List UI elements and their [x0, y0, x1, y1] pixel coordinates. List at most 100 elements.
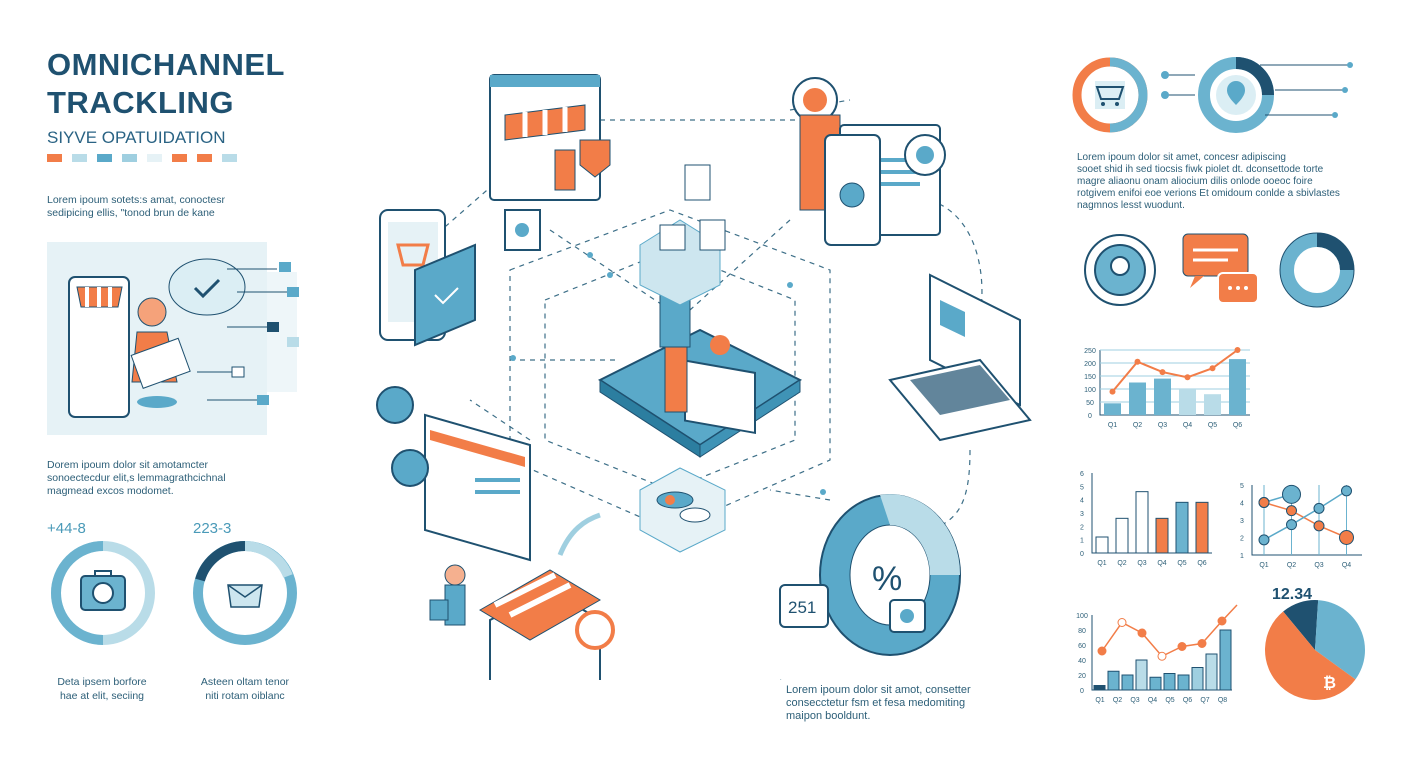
storefront-browser: [489, 74, 611, 251]
y-tick-label: 2: [1080, 524, 1084, 531]
physical-store: [429, 564, 615, 680]
bar: [1195, 501, 1209, 554]
chat-bubble-icon: [1182, 233, 1259, 304]
y-tick-label: 3: [1080, 511, 1084, 518]
line-point: [1157, 651, 1167, 661]
title-line-2: TRACKLING: [47, 85, 235, 120]
text-line: maipon booldunt.: [786, 710, 871, 722]
text-line: Deta ipsem borfore: [57, 676, 147, 688]
color-swatch: [172, 154, 187, 162]
y-tick-label: 1: [1240, 553, 1244, 560]
line-point: [1341, 485, 1352, 497]
line-point: [1134, 358, 1141, 365]
icon-row: [1084, 232, 1355, 308]
text-line: sedipicing ellis, "tonod brun de kane: [47, 207, 215, 219]
text-line: consecctetur fsm et fesa medomiting: [786, 697, 966, 709]
color-swatches: [47, 154, 237, 162]
bar: [1115, 517, 1129, 554]
line-point: [1217, 616, 1227, 626]
currency-icon: ₿: [1323, 674, 1336, 692]
donut-chart: [193, 541, 297, 645]
line-point: [1209, 365, 1216, 372]
y-tick-label: 20: [1078, 673, 1086, 680]
segmented-ring-icon: [1279, 232, 1355, 308]
x-tick-label: Q3: [1130, 697, 1139, 704]
bar: [1219, 629, 1232, 691]
x-tick-label: Q2: [1113, 697, 1122, 704]
color-swatch: [222, 154, 237, 162]
line-point: [1258, 497, 1270, 508]
y-tick-label: 0: [1088, 413, 1092, 420]
bar: [1093, 685, 1106, 691]
y-tick-label: 50: [1086, 400, 1094, 407]
axis: [1099, 350, 1250, 416]
x-tick-label: Q2: [1117, 560, 1126, 567]
color-swatch: [147, 154, 162, 162]
bar: [1229, 359, 1246, 415]
percent-symbol: %: [872, 560, 902, 598]
line-point: [1286, 519, 1297, 531]
y-tick-label: 200: [1084, 361, 1096, 368]
x-tick-label: Q2: [1133, 422, 1142, 429]
line-point: [1117, 618, 1127, 627]
shop-online-illustration: [47, 242, 299, 435]
series-line: [1263, 490, 1347, 541]
pie-slice: [1265, 611, 1356, 700]
web-browser: [376, 386, 601, 562]
text-line: magre aliaonu onam aliocium dilis onlode…: [1077, 176, 1313, 187]
laptop: [888, 273, 1032, 442]
pie-stat-value: 12.34: [1272, 586, 1313, 603]
y-tick-label: 1: [1080, 538, 1084, 545]
x-tick-label: Q5: [1208, 422, 1217, 429]
bar: [1149, 676, 1162, 691]
x-tick-label: Q5: [1165, 697, 1174, 704]
x-tick-label: Q3: [1314, 562, 1323, 569]
x-tick-label: Q4: [1183, 422, 1192, 429]
color-swatch: [197, 154, 212, 162]
bar: [1107, 670, 1120, 691]
text-line: Lorem ipoum dolor sit amot, consetter: [786, 684, 971, 696]
mobile-phone-cart: [379, 209, 476, 347]
series-line: [1263, 501, 1347, 539]
y-tick-label: 60: [1078, 643, 1086, 650]
y-tick-label: 80: [1078, 628, 1086, 635]
y-tick-label: 100: [1076, 613, 1088, 620]
text-line: Lorem ipoum dolor sit amet, concesr adip…: [1077, 152, 1286, 163]
bar: [1205, 653, 1218, 691]
right-description: Lorem ipoum dolor sit amet, concesr adip…: [1077, 152, 1340, 212]
x-tick-label: Q1: [1097, 560, 1106, 567]
axis: [1091, 473, 1212, 554]
y-tick-label: 4: [1240, 501, 1244, 508]
x-tick-label: Q3: [1137, 560, 1146, 567]
color-swatch: [97, 154, 112, 162]
y-tick-label: 0: [1080, 688, 1084, 695]
badge-value: 251: [788, 598, 816, 617]
line-point: [1159, 369, 1166, 376]
camera-icon: [80, 570, 126, 611]
bar: [1175, 501, 1189, 554]
envelope-icon: [227, 584, 263, 608]
bar: [1204, 394, 1221, 415]
y-tick-label: 100: [1084, 387, 1096, 394]
color-swatch: [47, 154, 62, 162]
y-tick-label: 6: [1080, 471, 1084, 478]
bar: [1177, 674, 1190, 691]
line-point: [1137, 628, 1147, 638]
x-tick-label: Q6: [1197, 560, 1206, 567]
text-line: rotgivem enifoi eoe verions Et omidoum c…: [1077, 188, 1340, 199]
text-line: magmead excos modomet.: [47, 485, 174, 497]
bar: [1155, 517, 1169, 554]
x-tick-label: Q8: [1218, 697, 1227, 704]
line-point: [1313, 502, 1325, 514]
subtitle: SIYVE OPATUIDATION: [47, 128, 226, 147]
top-kpi-donuts: [1072, 57, 1353, 133]
line-point: [1286, 505, 1297, 517]
text-line: Lorem ipoum sotets:s amat, conoctesr: [47, 194, 225, 206]
location-pin-icon: [1227, 81, 1245, 105]
text-line: nagmnos lesst wuodunt.: [1077, 200, 1185, 211]
y-tick-label: 150: [1084, 374, 1096, 381]
